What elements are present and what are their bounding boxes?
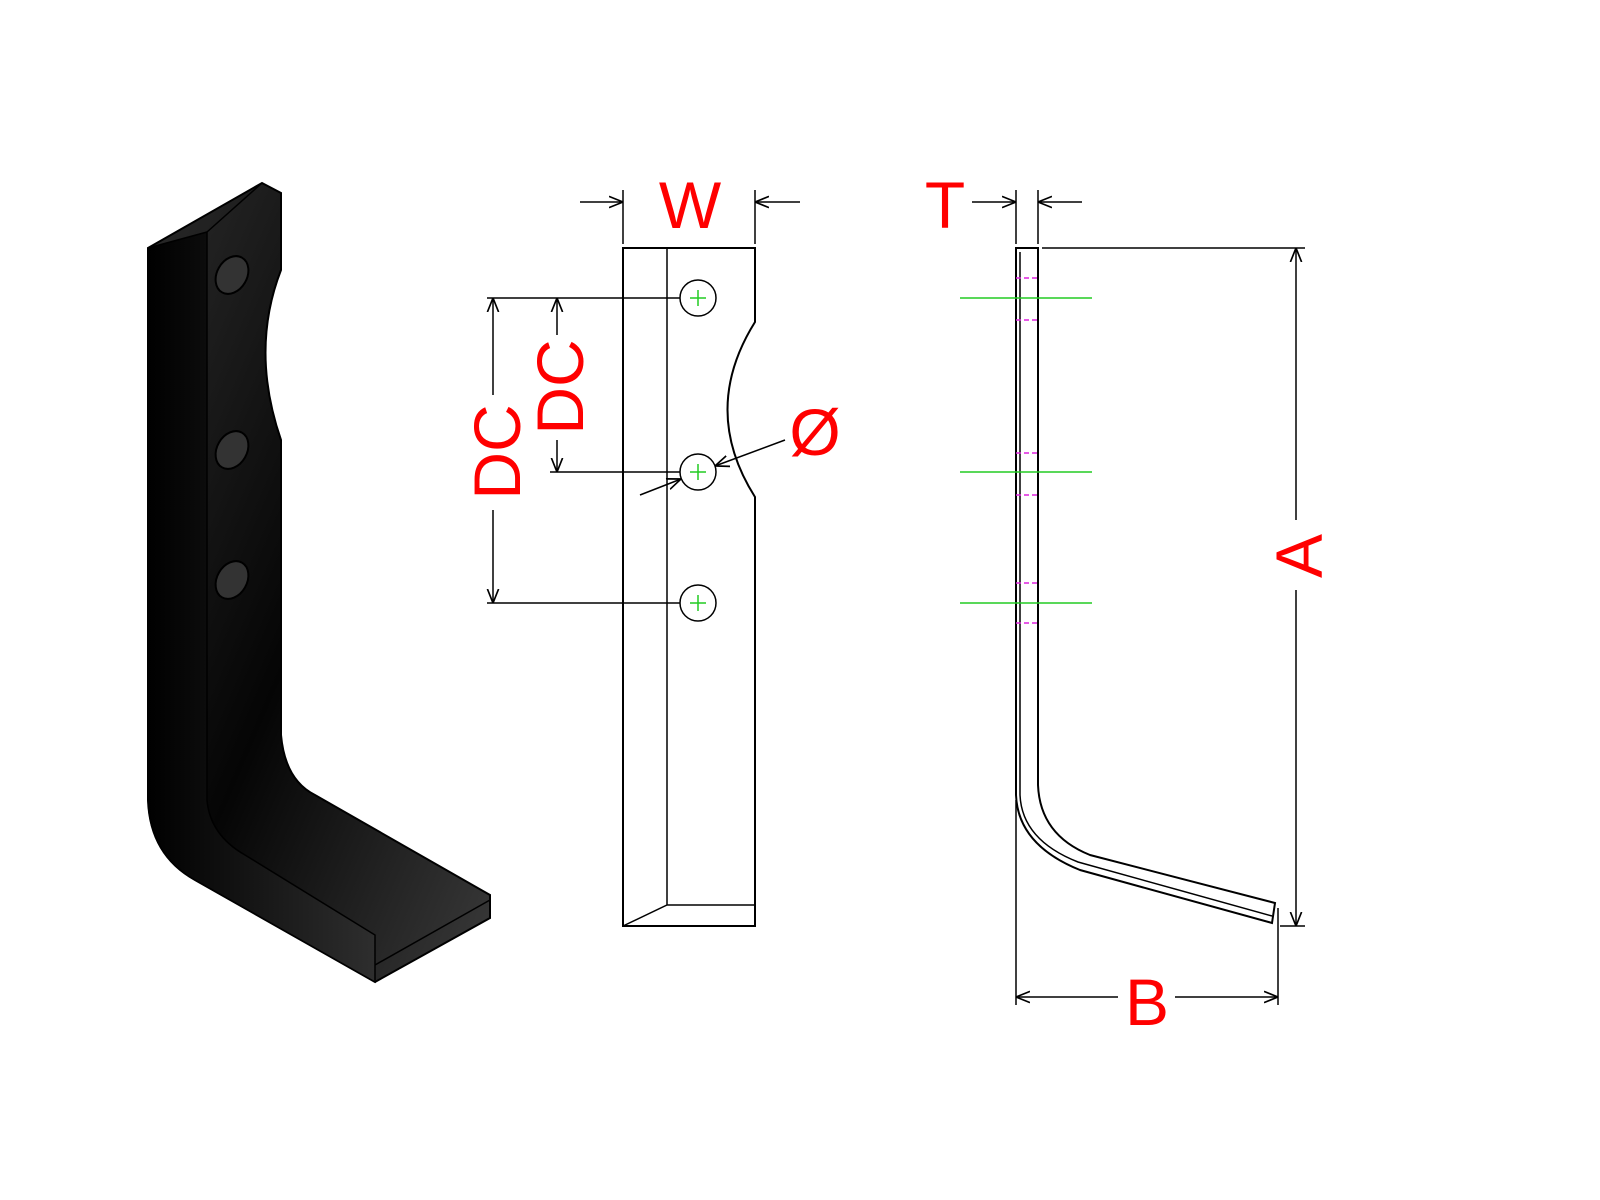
hidden-hole-lines [1016, 277, 1038, 624]
side-centerlines [960, 297, 1092, 604]
label-diameter: Ø [789, 395, 840, 469]
hole-centerlines [690, 290, 706, 611]
hole-3d-2 [214, 430, 250, 470]
hole-3d-3 [214, 560, 250, 600]
hole-3d-1 [214, 255, 250, 295]
a-extension-lines [1042, 247, 1305, 927]
label-dc-outer: DC [460, 404, 534, 499]
blade-edge [374, 899, 491, 966]
side-inner-line [1019, 252, 1273, 917]
label-t: T [925, 168, 965, 242]
side-view: T A B [925, 168, 1336, 1039]
top-edge [206, 182, 263, 233]
label-b: B [1125, 965, 1169, 1039]
t-extension-lines [1015, 190, 1039, 244]
dc-outer-extension-lines [487, 297, 680, 604]
isometric-view [147, 181, 491, 984]
bevel-lines [622, 248, 755, 927]
front-view: W DC DC Ø [460, 168, 841, 927]
label-dc-inner: DC [523, 339, 597, 434]
b-extension-lines [1015, 800, 1279, 1005]
holes [679, 279, 717, 622]
diameter-arrow-right [715, 439, 786, 466]
label-w: W [659, 168, 722, 242]
side-outline [1015, 247, 1277, 925]
diameter-arrow-left [639, 479, 681, 496]
front-outline [622, 247, 756, 927]
side-face [147, 231, 376, 984]
label-a: A [1262, 534, 1336, 578]
